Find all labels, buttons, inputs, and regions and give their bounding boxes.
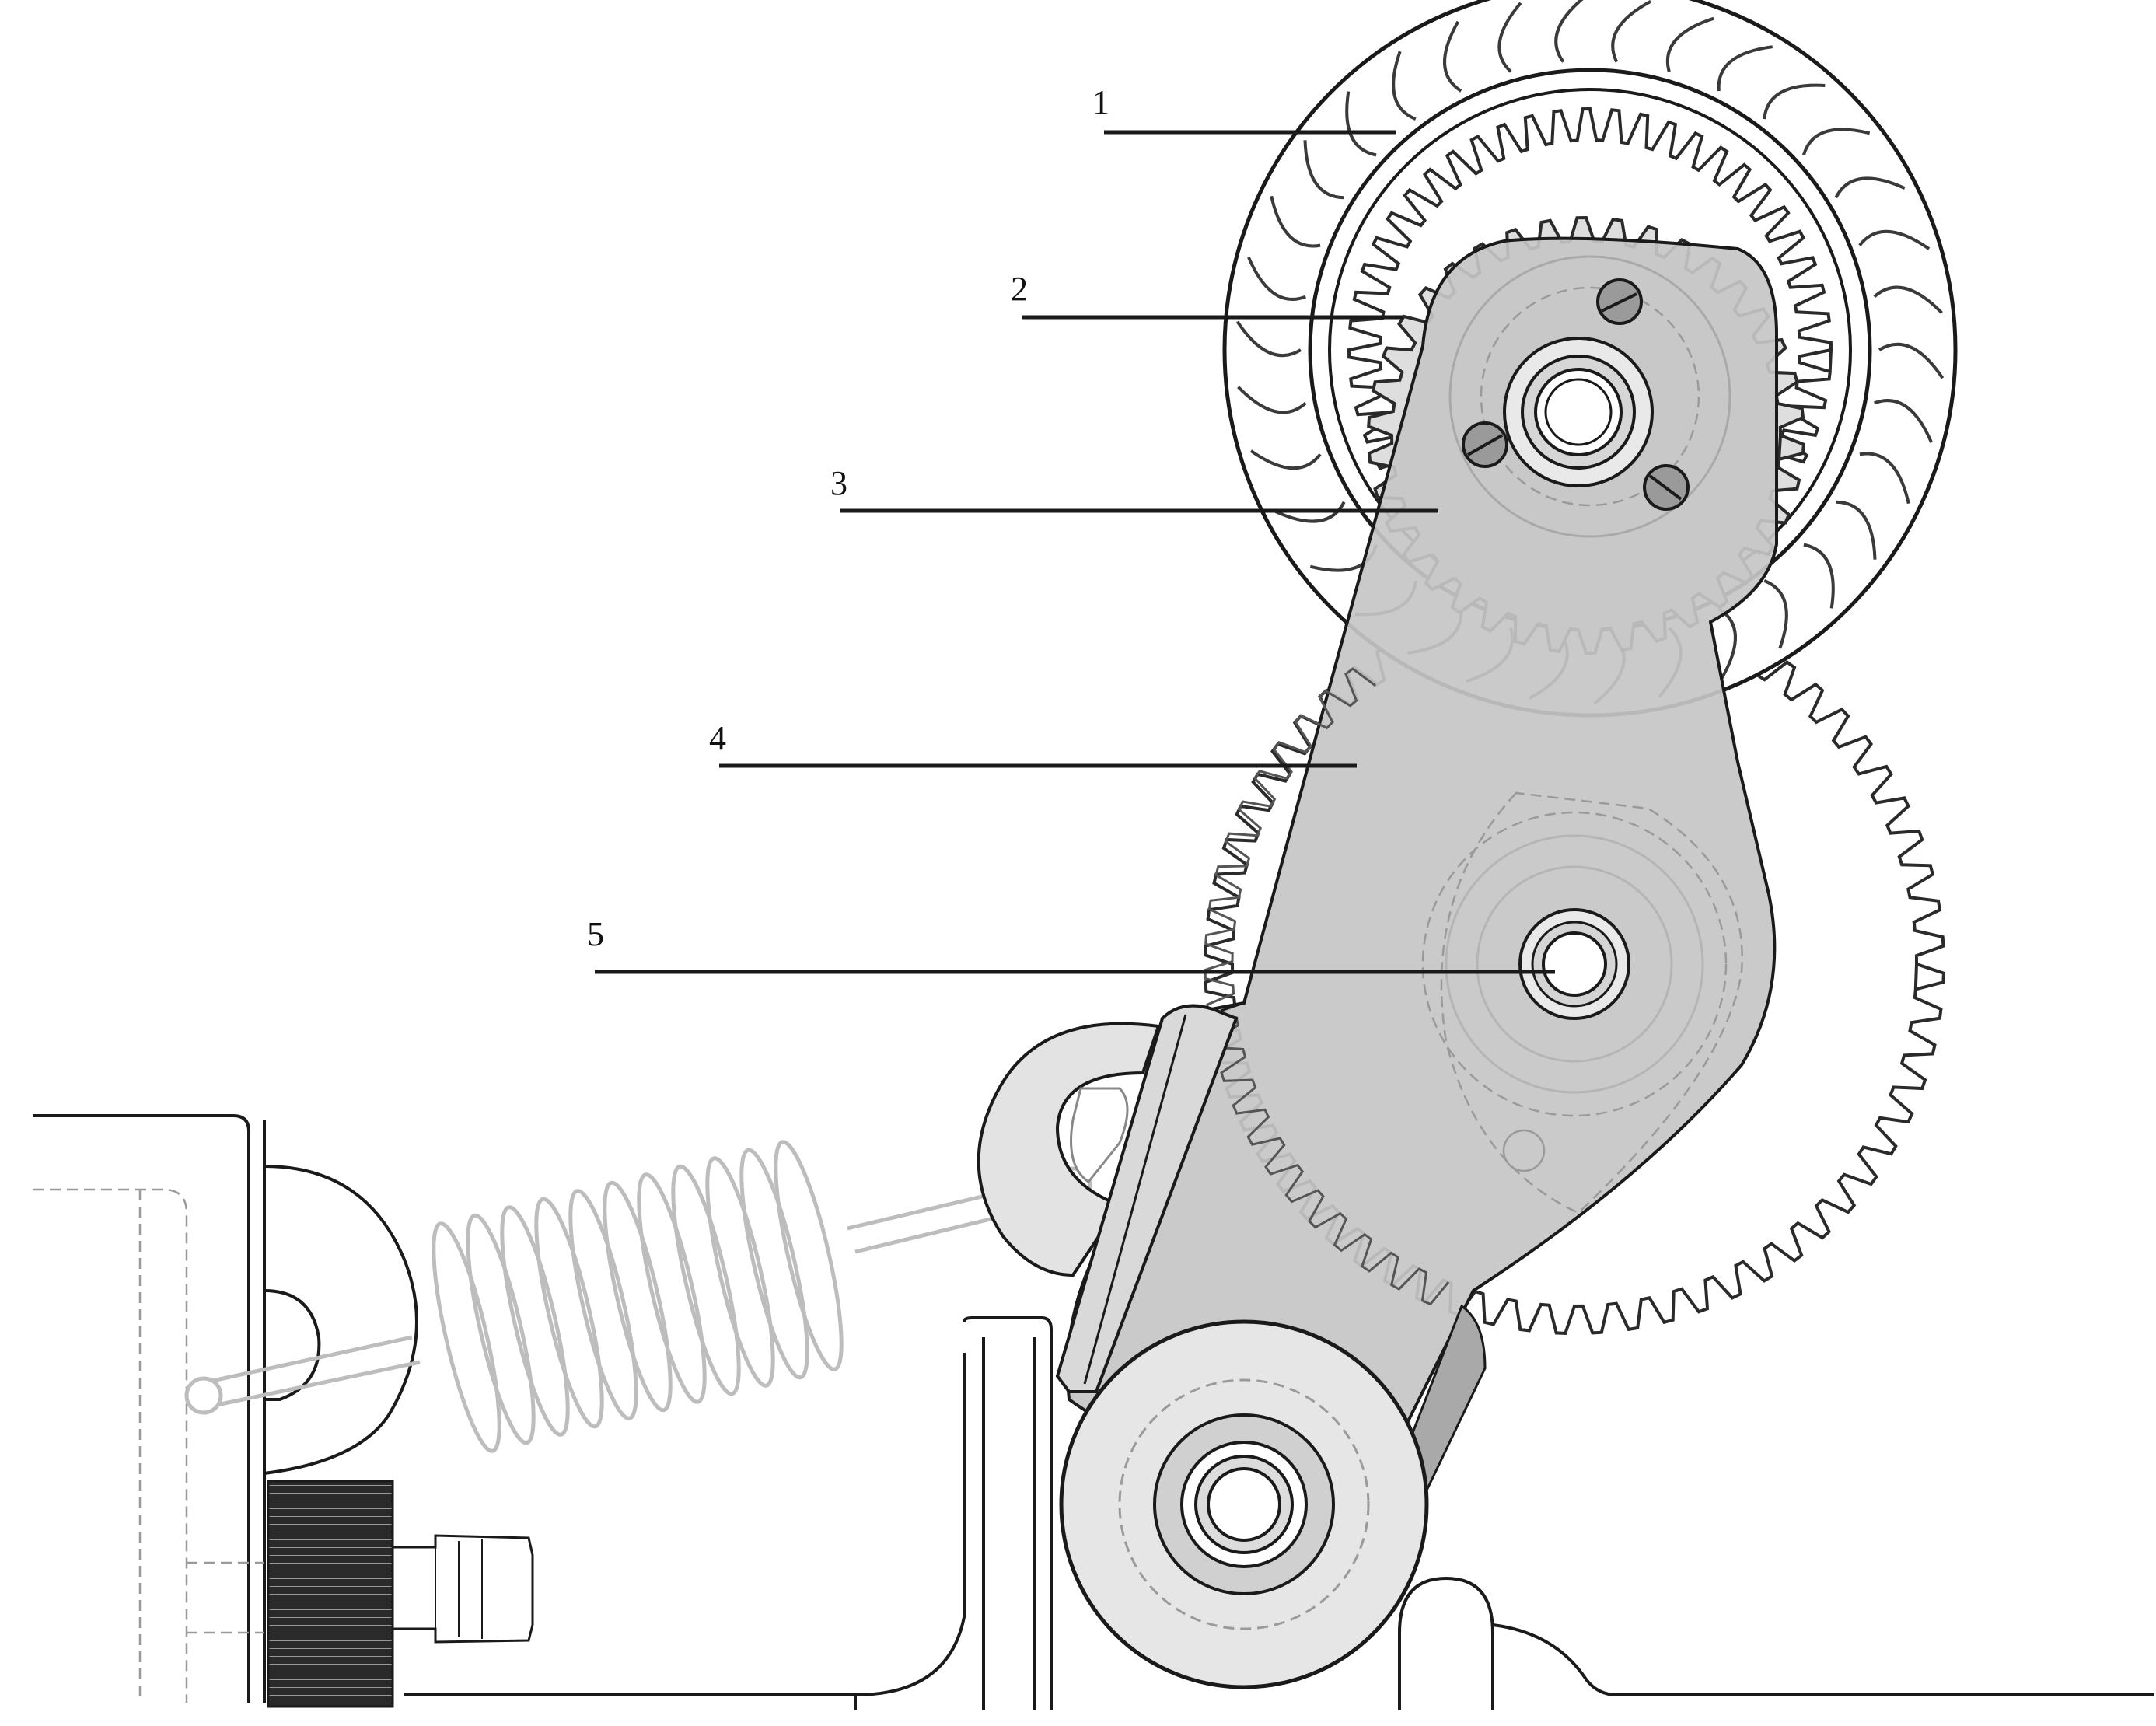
spring-coil xyxy=(568,1189,638,1420)
tire-tread xyxy=(1665,16,1714,72)
tire-tread xyxy=(1836,500,1877,560)
tire-tread xyxy=(1763,579,1788,649)
spring-coil xyxy=(500,1205,570,1437)
leader-lines xyxy=(595,130,1555,974)
tire-tread xyxy=(1859,452,1910,505)
tire-tread xyxy=(1873,399,1933,443)
callout-3: 3 xyxy=(830,464,847,502)
tire-tread xyxy=(1611,0,1652,63)
tire-tread xyxy=(1873,285,1943,314)
spring-coil xyxy=(534,1197,604,1429)
tire-tread xyxy=(1270,195,1321,248)
spring-coil xyxy=(637,1172,707,1404)
tire-tread xyxy=(1247,257,1307,301)
tire-tread xyxy=(1249,449,1322,470)
tire-tread xyxy=(1392,51,1417,121)
hub-screws xyxy=(1462,278,1690,511)
callout-1: 1 xyxy=(1092,83,1109,121)
middle-bearing xyxy=(1421,811,1728,1117)
tire-tread xyxy=(1801,128,1871,156)
spring-coil xyxy=(739,1148,809,1380)
tire-tread xyxy=(1303,140,1344,200)
tire-tread xyxy=(1763,83,1826,120)
tire-tread xyxy=(1443,20,1462,93)
tire-tread xyxy=(1834,176,1906,199)
wheel-hub xyxy=(1448,255,1731,538)
tire-tread xyxy=(1878,342,1945,379)
base-frame xyxy=(33,1114,2154,1710)
knurled-knob xyxy=(267,1480,534,1708)
tire-tread xyxy=(1497,2,1522,73)
spring-coil xyxy=(603,1180,673,1413)
callout-5: 5 xyxy=(587,915,604,953)
callout-2: 2 xyxy=(1011,270,1028,308)
frame-hidden-lines xyxy=(33,1188,264,1703)
spring-coil xyxy=(432,1221,501,1453)
tire-tread xyxy=(1717,45,1773,92)
tire-tread xyxy=(1237,386,1307,414)
pivot-boss xyxy=(1059,1304,1487,1689)
spring-coil xyxy=(774,1140,844,1371)
tire-tread xyxy=(1858,229,1931,250)
spring-coil xyxy=(705,1156,775,1388)
callout-4: 4 xyxy=(709,719,726,757)
tire-tread xyxy=(1345,91,1377,157)
tire-tread xyxy=(1554,0,1584,63)
tire-tread xyxy=(1803,543,1835,609)
spring-coil xyxy=(671,1164,741,1396)
tire-tread xyxy=(1274,501,1346,523)
tire-tread xyxy=(1235,320,1302,358)
spring-coil xyxy=(466,1213,536,1445)
arm-tab xyxy=(1055,1004,1239,1393)
tension-spring xyxy=(184,1140,1092,1453)
